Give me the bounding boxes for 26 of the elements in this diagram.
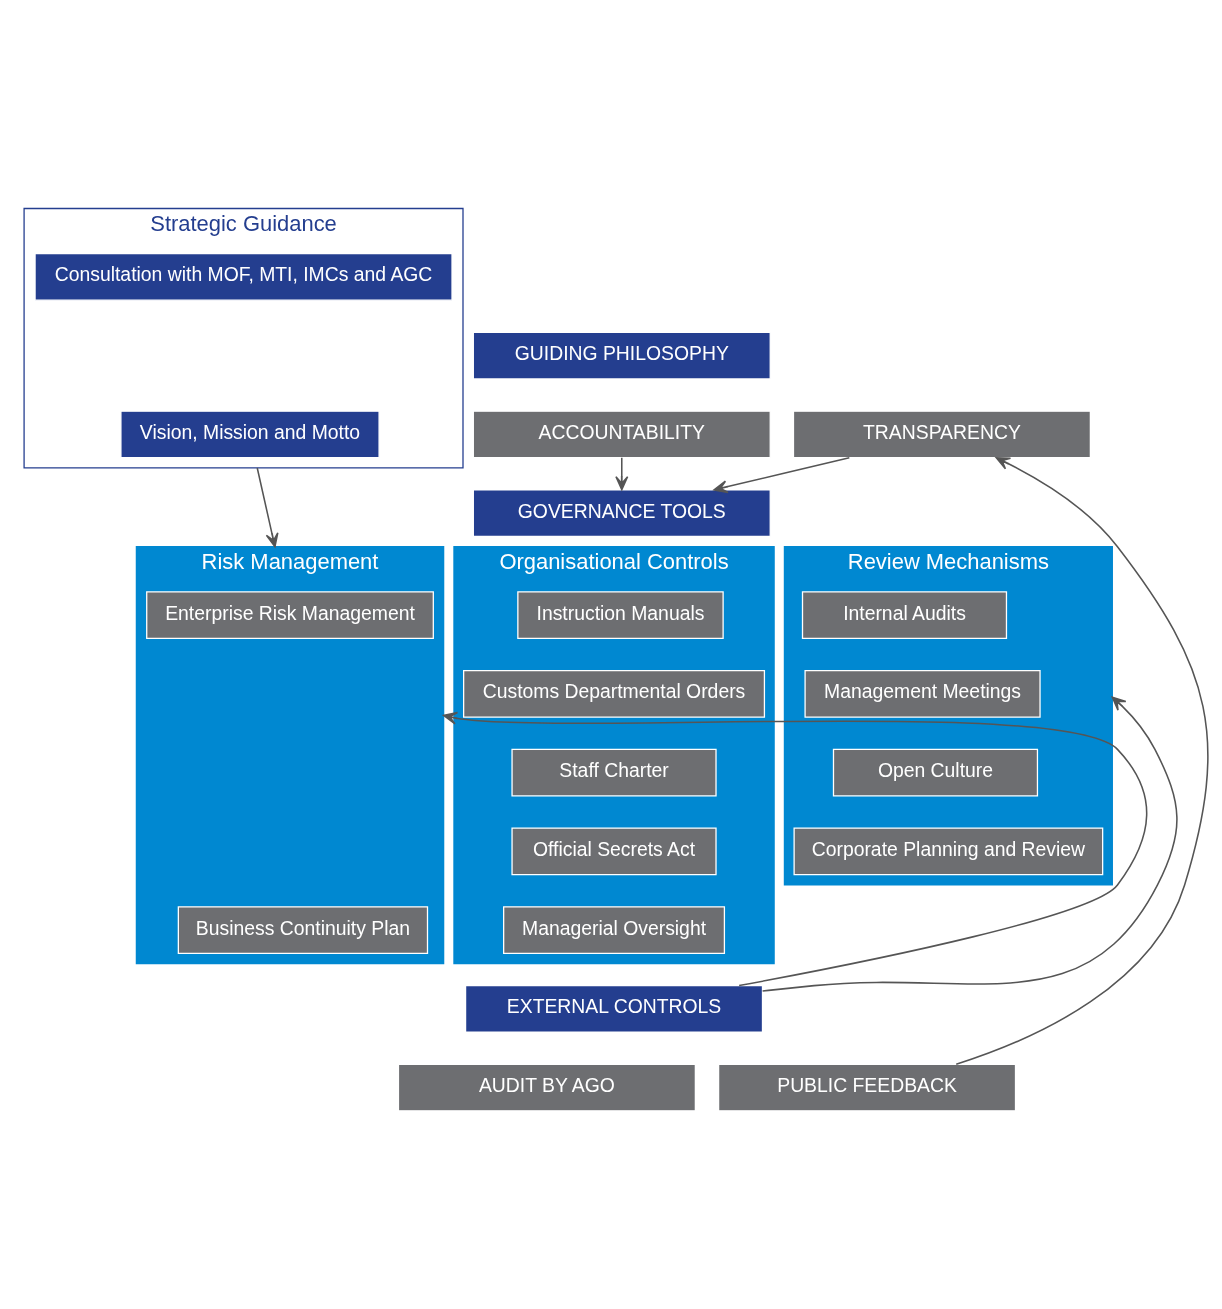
node-box: ACCOUNTABILITY xyxy=(472,410,771,459)
node-box: Staff Charter xyxy=(511,748,717,797)
arrow xyxy=(615,456,629,491)
arrow xyxy=(442,711,1148,987)
node-box: Managerial Oversight xyxy=(503,906,726,954)
node-box: Corporate Planning and Review xyxy=(793,827,1104,876)
arrow xyxy=(955,457,1209,1066)
node-box: Management Meetings xyxy=(804,670,1041,718)
node-box: AUDIT BY AGO xyxy=(397,1063,696,1112)
node-box: GUIDING PHILOSOPHY xyxy=(472,331,771,380)
node-box: Business Continuity Plan xyxy=(177,906,429,954)
node-box: Vision, Mission and Motto xyxy=(120,410,380,459)
node-box: Customs Departmental Orders xyxy=(463,670,766,718)
node-box: EXTERNAL CONTROLS xyxy=(464,984,764,1033)
node-box: Consultation with MOF, MTI, IMCs and AGC xyxy=(34,253,453,301)
node-box: Official Secrets Act xyxy=(511,827,717,876)
node-box: Internal Audits xyxy=(801,591,1008,639)
arrow xyxy=(761,696,1178,992)
node-box: Enterprise Risk Management xyxy=(146,591,434,639)
arrow xyxy=(713,456,851,494)
node-box: Open Culture xyxy=(832,748,1039,797)
node-box: Instruction Manuals xyxy=(517,591,724,639)
node-box: TRANSPARENCY xyxy=(792,410,1092,459)
node-box: PUBLIC FEEDBACK xyxy=(717,1063,1017,1112)
arrow xyxy=(256,467,279,548)
node-box: GOVERNANCE TOOLS xyxy=(472,489,771,538)
